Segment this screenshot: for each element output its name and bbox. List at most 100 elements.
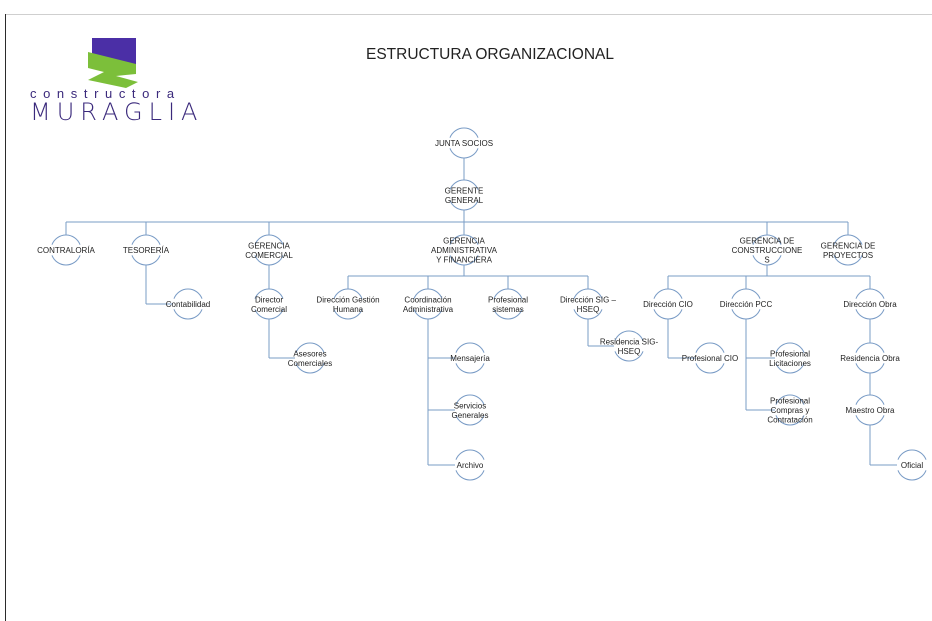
node-arc-bottom [855, 309, 885, 320]
node-arc-bottom [333, 309, 363, 320]
node-label-line: GERENTE [445, 186, 484, 195]
node-arc-bottom [455, 415, 485, 426]
node-label-line: Director [255, 295, 283, 304]
node-label-line: HSEQ [577, 305, 600, 314]
node-label-line: ADMINISTRATIVA [431, 246, 498, 255]
node-arc-top [731, 288, 761, 299]
node-arc-top [855, 342, 885, 353]
node-archivo: Archivo [455, 449, 485, 481]
node-label-line: Oficial [901, 461, 923, 470]
node-label-line: GENERAL [445, 196, 484, 205]
node-label: Archivo [457, 461, 484, 470]
node-arc-bottom [695, 363, 725, 374]
node-label-line: HSEQ [618, 347, 641, 356]
page-left-border [5, 14, 6, 621]
node-label-line: Residencia Obra [840, 354, 900, 363]
node-arc-top [449, 127, 479, 138]
node-contabilidad: Contabilidad [166, 288, 210, 320]
page-title: ESTRUCTURA ORGANIZACIONAL [365, 46, 615, 63]
node-arc-bottom [173, 309, 203, 320]
node-label-line: Contratación [767, 416, 812, 425]
logo-mark [88, 38, 138, 88]
node-tesoreria: TESORERÍA [123, 234, 170, 266]
node-label-line: sistemas [492, 305, 524, 314]
node-label: Residencia Obra [840, 354, 900, 363]
node-label-line: Dirección Gestión [316, 295, 379, 304]
node-label-line: Dirección PCC [720, 300, 773, 309]
node-label: Mensajería [450, 354, 490, 363]
node-label: Profesional CIO [682, 354, 738, 363]
node-pcio: Profesional CIO [682, 342, 738, 374]
node-label-line: CONTRALORÍA [37, 246, 95, 255]
node-dsig: Dirección SIG –HSEQ [560, 288, 617, 320]
node-robra: Residencia Obra [840, 342, 900, 374]
node-label-line: Profesional [770, 397, 810, 406]
node-arc-bottom [493, 309, 523, 320]
node-dcio: Dirección CIO [643, 288, 693, 320]
node-arc-top [413, 288, 443, 299]
node-arc-bottom [855, 415, 885, 426]
node-label: Residencia SIG-HSEQ [600, 337, 659, 356]
page-top-border [5, 14, 932, 15]
node-arc-top [653, 288, 683, 299]
node-label-line: GERENCIA [248, 241, 290, 250]
node-arc-top [775, 342, 805, 353]
node-arc-bottom [455, 363, 485, 374]
node-arc-top [855, 288, 885, 299]
node-label-line: Y FINANCIERA [436, 256, 493, 265]
node-label-line: S [764, 256, 769, 265]
node-label: Oficial [901, 461, 923, 470]
node-label-line: COMERCIAL [245, 251, 293, 260]
node-label-line: Profesional [770, 349, 810, 358]
node-arc-top [449, 234, 479, 245]
node-arc-bottom [614, 351, 644, 362]
node-label: Dirección SIG –HSEQ [560, 295, 617, 314]
node-label-line: Maestro Obra [846, 406, 895, 415]
node-label: JUNTA SOCIOS [435, 139, 493, 148]
node-label: CONTRALORÍA [37, 246, 95, 255]
node-arc-bottom [413, 309, 443, 320]
node-arc-top [254, 288, 284, 299]
node-label: Maestro Obra [846, 406, 895, 415]
node-label-line: Archivo [457, 461, 484, 470]
node-label-line: GERENCIA [443, 237, 485, 246]
node-arc-top [614, 330, 644, 341]
node-label-line: Mensajería [450, 354, 490, 363]
node-arc-top [449, 179, 479, 190]
node-mensajeria: Mensajería [450, 342, 490, 374]
node-label-line: Servicios [454, 401, 486, 410]
node-label: TESORERÍA [123, 246, 170, 255]
node-label-line: JUNTA SOCIOS [435, 139, 493, 148]
logo-line1: constructora [30, 86, 181, 101]
node-label-line: TESORERÍA [123, 246, 170, 255]
node-arc-bottom [573, 309, 603, 320]
node-arc-top [775, 394, 805, 405]
node-oficial: Oficial [897, 449, 927, 481]
node-arc-bottom [295, 363, 325, 374]
node-label-line: Administrativa [403, 305, 454, 314]
node-arc-bottom [455, 470, 485, 481]
